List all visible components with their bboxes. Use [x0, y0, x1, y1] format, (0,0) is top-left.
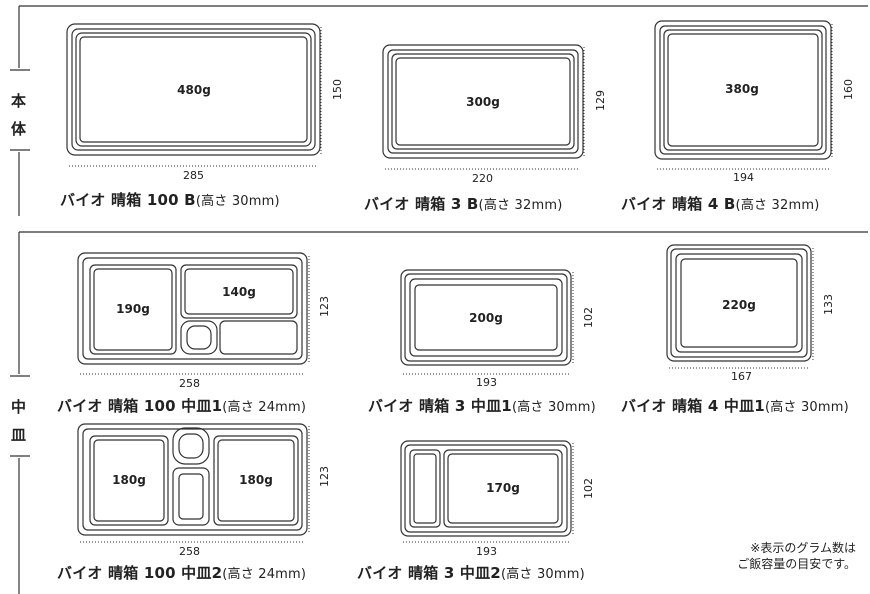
- width-label: 220: [472, 172, 493, 185]
- depth-label: 150: [331, 79, 344, 100]
- depth-label: 102: [582, 478, 595, 499]
- product-name: バイオ 晴箱 3 中皿2: [357, 564, 501, 582]
- section-label-inner-2: 皿: [11, 426, 27, 444]
- product-height-note: (高さ 24mm): [222, 400, 307, 415]
- product-caption-4-n1: バイオ 晴箱 4 中皿1(高さ 30mm): [621, 395, 849, 416]
- capacity-label: 380g: [725, 82, 759, 96]
- section-frame-inner: [10, 231, 868, 594]
- width-label: 193: [476, 376, 497, 389]
- capacity-label: 200g: [469, 311, 503, 325]
- capacity-label: 480g: [177, 83, 211, 97]
- capacity-label: 170g: [486, 481, 520, 495]
- tray-diagram-4b: [654, 20, 832, 160]
- product-caption-100-n2: バイオ 晴箱 100 中皿2(高さ 24mm): [57, 562, 306, 583]
- product-name: バイオ 晴箱 3 中皿1: [368, 397, 512, 415]
- width-label: 285: [183, 169, 204, 182]
- product-name: バイオ 晴箱 4 B: [621, 195, 736, 213]
- capacity-label: 180g: [239, 473, 273, 487]
- capacity-note-line-2: ご飯容量の目安です。: [737, 557, 856, 571]
- product-caption-100b: バイオ 晴箱 100 B(高さ 30mm): [60, 189, 280, 210]
- capacity-label: 300g: [466, 95, 500, 109]
- tray-diagram-100-n2: [77, 423, 308, 536]
- product-height-note: (高さ 30mm): [500, 567, 585, 582]
- capacity-label: 220g: [722, 298, 756, 312]
- capacity-label: 180g: [112, 473, 146, 487]
- depth-label: 133: [822, 294, 835, 315]
- section-label-inner-1: 中: [11, 398, 27, 416]
- product-height-note: (高さ 32mm): [735, 198, 820, 213]
- width-label: 194: [733, 171, 754, 184]
- product-height-note: (高さ 30mm): [511, 400, 596, 415]
- width-label: 258: [179, 545, 200, 558]
- product-name: バイオ 晴箱 100 中皿2: [57, 564, 223, 582]
- product-caption-3-n2: バイオ 晴箱 3 中皿2(高さ 30mm): [357, 562, 585, 583]
- depth-label: 129: [594, 90, 607, 111]
- width-label: 193: [476, 545, 497, 558]
- product-height-note: (高さ 32mm): [478, 198, 563, 213]
- capacity-note-line-1: ※表示のグラム数は: [750, 541, 856, 555]
- product-height-note: (高さ 30mm): [195, 194, 280, 209]
- capacity-note: ※表示のグラム数は ご飯容量の目安です。: [737, 540, 856, 572]
- tray-diagram-3b: [382, 44, 584, 159]
- tray-diagram-100-n1: [77, 252, 308, 365]
- section-frame-main: [10, 5, 868, 216]
- product-caption-3b: バイオ 晴箱 3 B(高さ 32mm): [364, 193, 563, 214]
- depth-label: 123: [318, 466, 331, 487]
- product-caption-100-n1: バイオ 晴箱 100 中皿1(高さ 24mm): [57, 395, 306, 416]
- width-label: 167: [731, 370, 752, 383]
- product-name: バイオ 晴箱 3 B: [364, 195, 479, 213]
- product-name: バイオ 晴箱 4 中皿1: [621, 397, 765, 415]
- product-caption-4b: バイオ 晴箱 4 B(高さ 32mm): [621, 193, 820, 214]
- product-height-note: (高さ 30mm): [764, 400, 849, 415]
- product-caption-3-n1: バイオ 晴箱 3 中皿1(高さ 30mm): [368, 395, 596, 416]
- depth-label: 102: [582, 307, 595, 328]
- width-label: 258: [179, 377, 200, 390]
- product-name: バイオ 晴箱 100 中皿1: [57, 397, 223, 415]
- tray-diagram-100b: [66, 23, 321, 156]
- section-label-main-1: 本: [11, 92, 27, 110]
- depth-label: 160: [842, 79, 855, 100]
- section-label-main-2: 体: [11, 120, 27, 138]
- capacity-label: 140g: [222, 285, 256, 299]
- tray-diagram-3-n2: [400, 440, 572, 537]
- tray-diagram-4-n1: [666, 244, 812, 362]
- tray-diagram-3-n1: [400, 269, 572, 366]
- product-name: バイオ 晴箱 100 B: [60, 191, 196, 209]
- depth-label: 123: [318, 296, 331, 317]
- capacity-label: 190g: [116, 302, 150, 316]
- product-height-note: (高さ 24mm): [222, 567, 307, 582]
